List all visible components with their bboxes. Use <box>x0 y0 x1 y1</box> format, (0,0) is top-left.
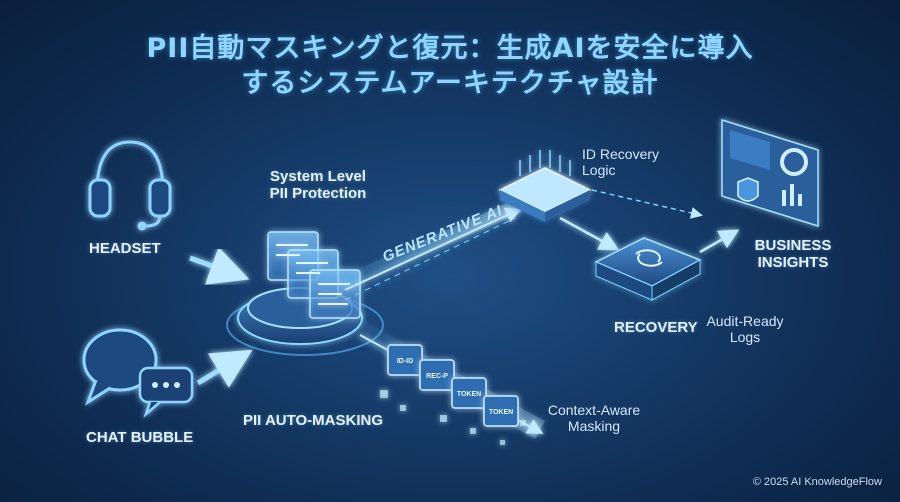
copyright-footer: © 2025 AI KnowledgeFlow <box>752 476 882 488</box>
recovery-to-insights-arrow <box>699 229 740 254</box>
token-card-text: REC-P <box>426 373 448 380</box>
dashboard-icon <box>721 118 819 228</box>
chat-bubble-icon <box>82 328 194 418</box>
token-card: ID-ID <box>387 344 423 376</box>
headset-label: HEADSET <box>89 240 161 257</box>
business-line1: BUSINESS <box>754 237 832 254</box>
chat-arrow <box>196 349 253 388</box>
audit-line1: Audit-Ready <box>706 313 784 329</box>
id-recovery-label: ID Recovery Logic <box>582 146 659 178</box>
audit-logs-label: Audit-Ready Logs <box>700 313 790 345</box>
ai-chip-icon <box>498 150 592 222</box>
token-card-text: TOKEN <box>489 409 513 416</box>
context-line1: Context-Aware <box>547 402 641 418</box>
recovery-label: RECOVERY <box>614 319 698 336</box>
title-line-2: するシステムアーキテクチャ設計 <box>241 68 659 99</box>
token-card: TOKEN <box>483 395 519 427</box>
id-recovery-line2: Logic <box>582 162 616 178</box>
chip-to-recovery-arrow <box>559 216 620 251</box>
document-stack <box>267 231 361 319</box>
context-aware-label: Context-Aware Masking <box>534 402 654 434</box>
recovery-server-icon <box>594 237 702 301</box>
business-insights-label: BUSINESS INSIGHTS <box>748 237 838 271</box>
token-card: REC-P <box>419 359 455 391</box>
title-line-1: PII自動マスキングと復元：生成AIを安全に導入 <box>146 33 754 64</box>
chip-to-insights-arrow <box>591 189 703 219</box>
headset-arrow <box>189 247 250 285</box>
chat-bubble-label: CHAT BUBBLE <box>86 429 194 446</box>
system-level-label: System Level PII Protection <box>258 168 378 202</box>
generative-ai-beam <box>337 198 523 301</box>
generative-ai-label: GENERATIVE AI <box>380 202 505 266</box>
business-line2: INSIGHTS <box>757 254 829 271</box>
pii-auto-masking-label: PII AUTO-MASKING <box>243 412 384 429</box>
token-card: TOKEN <box>451 377 487 409</box>
id-recovery-line1: ID Recovery <box>582 146 660 162</box>
context-line2: Masking <box>567 418 621 434</box>
token-card-text: TOKEN <box>457 391 481 398</box>
system-level-line1: System Level <box>270 168 366 185</box>
system-level-line2: PII Protection <box>269 185 367 202</box>
token-card-text: ID-ID <box>397 358 413 365</box>
headset-icon <box>88 140 172 231</box>
audit-line2: Logs <box>729 329 761 345</box>
